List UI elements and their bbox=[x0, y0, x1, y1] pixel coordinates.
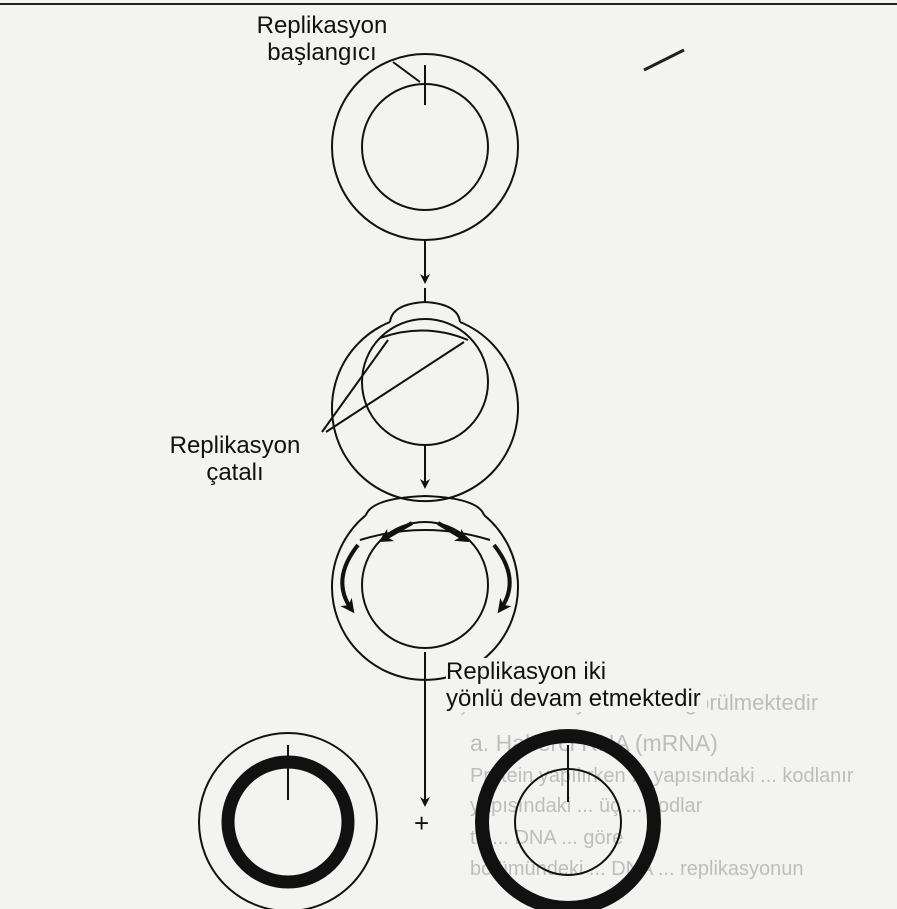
fork-label-line2: çatalı bbox=[140, 459, 330, 486]
bidirectional-label-line1: Replikasyon iki bbox=[446, 658, 701, 685]
stage2-replication-bubble bbox=[322, 288, 518, 501]
bidirectional-label-line2: yönlü devam etmektedir bbox=[446, 685, 701, 712]
origin-label-line1: Replikasyon bbox=[222, 12, 422, 39]
curve-arrow-left bbox=[342, 545, 358, 610]
daughter-molecule-right bbox=[482, 736, 654, 908]
fork-label: Replikasyon çatalı bbox=[140, 432, 330, 486]
origin-label-line2: başlangıcı bbox=[222, 39, 422, 66]
bidirectional-label: Replikasyon iki yönlü devam etmektedir bbox=[446, 658, 707, 712]
origin-label: Replikasyon başlangıcı bbox=[222, 12, 422, 66]
plus-sign: + bbox=[414, 808, 429, 839]
fork-pointer-1 bbox=[322, 340, 388, 432]
daughter-molecule-left bbox=[199, 733, 377, 909]
stage1-circular-dna bbox=[332, 54, 518, 240]
curve-arrow-right bbox=[494, 545, 510, 610]
fork-label-line1: Replikasyon bbox=[140, 432, 330, 459]
fork-pointer-2 bbox=[326, 342, 464, 432]
stray-mark bbox=[644, 50, 684, 70]
